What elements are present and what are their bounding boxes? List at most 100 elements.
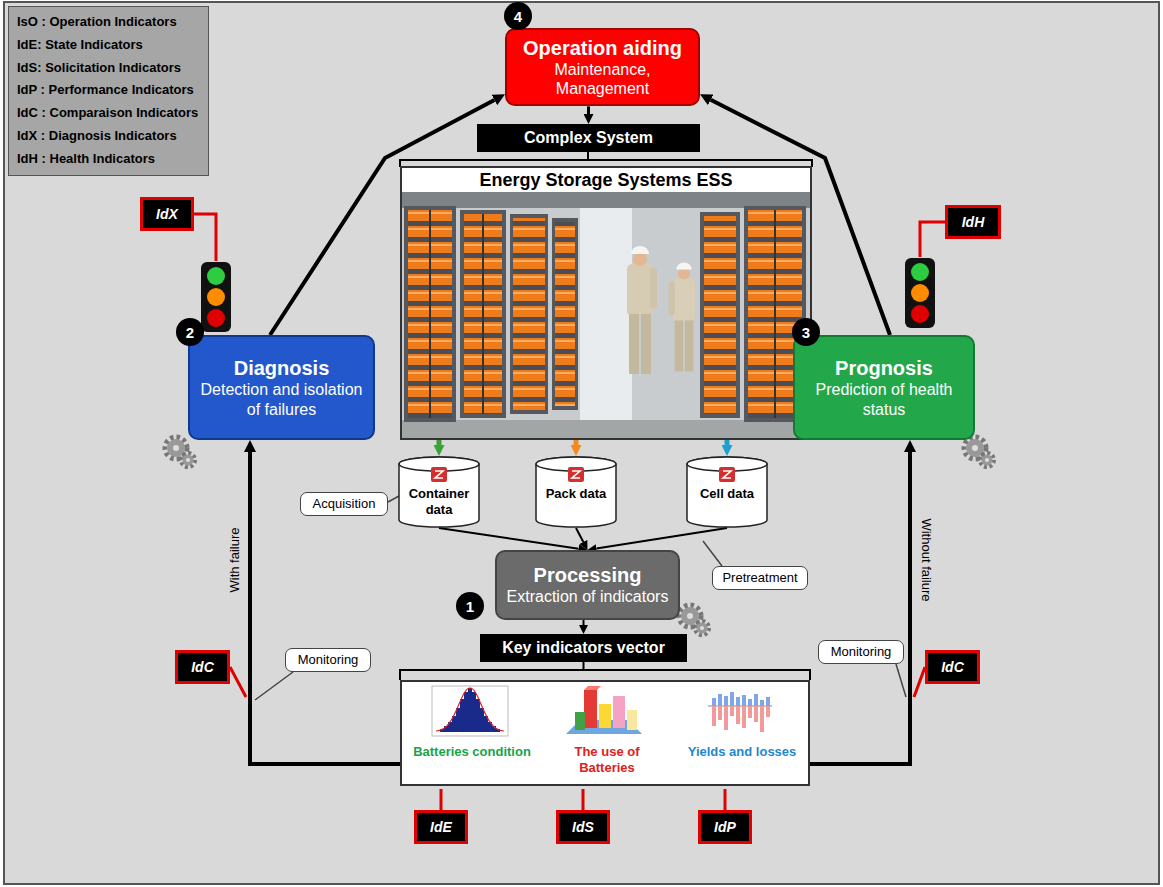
node-title: Pretreatment: [722, 570, 797, 586]
gear-icon: [186, 458, 190, 462]
bar3d-icon: [613, 696, 625, 728]
callout-number: 3: [792, 318, 820, 346]
ess-photo: [629, 314, 639, 374]
connector-arrow: [576, 528, 583, 542]
callout-tail: [388, 496, 399, 502]
ess-photo: [482, 214, 484, 414]
indicator-tag: IdP: [698, 810, 752, 844]
leader-line: [582, 789, 585, 810]
ess-photo: [704, 216, 736, 414]
ess-photo: [580, 208, 632, 420]
legend-entry: IdE: State Indicators: [17, 34, 143, 57]
gear-icon: [985, 458, 989, 462]
legend-entry: IsO : Operation Indicators: [17, 11, 177, 34]
ess-photo: [464, 214, 502, 414]
connector-arrow: [725, 440, 730, 445]
connector-arrow: [270, 100, 494, 335]
callout-number: 2: [176, 318, 204, 346]
ess-photo: [408, 210, 452, 418]
gear-icon: [972, 445, 978, 451]
ess-photo: [460, 210, 506, 418]
node-title: Container data: [402, 486, 476, 517]
ess-photo: [429, 210, 431, 418]
legend-entry: IdX : Diagnosis Indicators: [17, 125, 177, 148]
legend-entry: IdH : Health Indicators: [17, 148, 155, 171]
ess-photo: [675, 320, 684, 371]
node-title: IdX: [156, 206, 178, 223]
node-text: Yields and losses: [682, 744, 802, 760]
indicator-tag: IdX: [140, 197, 194, 231]
node-title: Processing: [534, 563, 642, 587]
file-icon: [568, 467, 584, 482]
indicator-tag: IdH: [945, 205, 1001, 239]
node-text: Maintenance, Management: [515, 60, 690, 98]
node-title: Energy Storage Systems ESS: [479, 170, 732, 192]
node-text: Prediction of health status: [803, 380, 965, 418]
callout-tail: [703, 541, 722, 566]
gear-icon: [165, 437, 187, 459]
callout-tail: [896, 664, 906, 697]
traffic-light: [207, 267, 225, 285]
connector-arrow: [250, 452, 400, 764]
ess-photo: [402, 192, 810, 438]
ess-photo: [510, 214, 548, 414]
callout-bubble: Pretreatment: [712, 566, 808, 590]
node-title: IdP: [714, 819, 736, 836]
ess-photo: [673, 278, 695, 322]
gear-icon: [982, 455, 993, 466]
ess-photo: [678, 268, 690, 280]
histogram-icon: [432, 686, 508, 736]
cylinder-shape: [687, 457, 767, 527]
node-title: IdS: [572, 819, 594, 836]
traffic-light: [207, 288, 225, 306]
process-box: DiagnosisDetection and isolation of fail…: [188, 335, 375, 440]
gear-icon: [700, 626, 704, 630]
node-title: Cell data: [700, 486, 754, 502]
ess-photo: [627, 246, 657, 374]
leader-line: [194, 214, 945, 810]
gear-icon: [681, 607, 699, 625]
edge-label: Without failure: [919, 516, 934, 603]
legend-box: IsO : Operation IndicatorsIdE: State Ind…: [8, 6, 209, 176]
bar3d-icon: [584, 690, 597, 728]
title-bar: Key indicators vector: [480, 634, 687, 662]
node-title: Monitoring: [831, 644, 892, 660]
node-title: Batteries condition: [412, 744, 532, 760]
node-text: Extraction of indicators: [507, 587, 669, 606]
gear-icon: [181, 453, 195, 467]
node-title: Key indicators vector: [502, 638, 665, 657]
connector-arrow: [711, 100, 890, 335]
ess-photo: [633, 252, 647, 266]
node-title: Monitoring: [298, 652, 359, 668]
ess-photo: [774, 210, 776, 418]
panel: [4, 2, 1159, 884]
gear-icon: [173, 445, 179, 451]
traffic-light: [911, 284, 929, 302]
callout-bubble: Monitoring: [818, 640, 904, 664]
gear-icon: [980, 453, 994, 467]
bracket: [400, 662, 810, 680]
traffic-light: [201, 262, 231, 332]
node-text: The use of Batteries: [547, 744, 667, 775]
photo-box: Energy Storage Systems ESS: [400, 166, 812, 440]
file-icon: [723, 471, 731, 478]
chart-panel: [400, 680, 810, 786]
ess-photo: [404, 206, 456, 422]
connector-arrow: [587, 106, 590, 114]
edge-label: With failure: [227, 525, 242, 594]
ess-photo: [700, 212, 740, 418]
traffic-light: [207, 309, 225, 327]
ess-photo: [627, 264, 653, 316]
indicator-tag: IdE: [414, 810, 468, 844]
file-icon: [572, 471, 580, 478]
node-title: Complex System: [524, 128, 653, 147]
process-box: ProcessingExtraction of indicators: [495, 550, 680, 620]
gear-icon: [695, 621, 709, 635]
leader-line: [920, 222, 945, 257]
gear-icon: [964, 437, 994, 467]
gear-icon: [165, 437, 195, 467]
node-title: Prognosis: [835, 356, 933, 380]
ess-photo: [669, 281, 675, 315]
